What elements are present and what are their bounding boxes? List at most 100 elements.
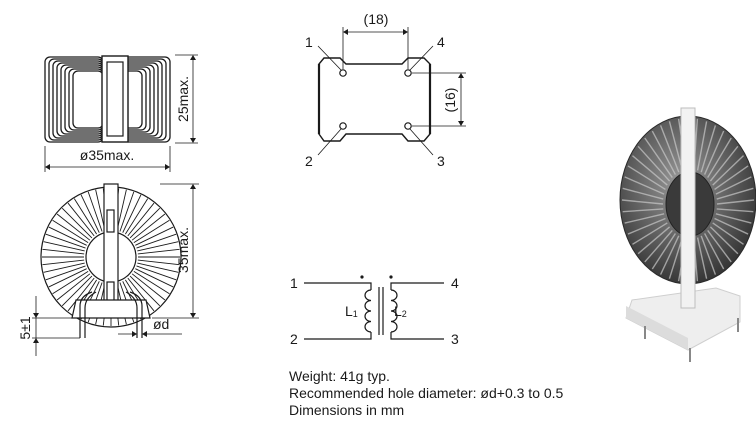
pin-1-leader <box>317 45 342 71</box>
polarity-dot-l1 <box>360 275 364 279</box>
photo-wire <box>659 235 680 275</box>
toroid-winding-tick <box>61 207 93 239</box>
toroid-winding-tick <box>129 207 161 239</box>
pin-4-leader <box>409 45 434 71</box>
toroid-winding-tick <box>127 202 155 237</box>
inductor-l2-label: L2 <box>394 303 407 319</box>
toroid-winding-tick <box>122 194 142 233</box>
photo-wire <box>622 208 664 213</box>
photo-wire <box>651 233 676 270</box>
toroid-winding-tick <box>135 226 174 246</box>
photo-wire <box>714 217 749 235</box>
inductor-l2-coil <box>390 289 398 333</box>
pin-hole-4 <box>404 69 412 77</box>
front-view: 35max. 5±1 ød <box>17 183 199 356</box>
side-loop-left <box>44 56 104 143</box>
pin-1-label: 1 <box>305 34 313 50</box>
pin-y-arrow-bottom <box>458 121 464 126</box>
toroid-winding-tick <box>137 259 180 266</box>
toroid-winding-tick <box>56 273 91 301</box>
pin-diameter-label: ød <box>153 316 169 332</box>
polarity-dot-l2 <box>389 275 393 279</box>
front-view-pin-left <box>79 291 93 338</box>
schematic-pin-1: 1 <box>290 275 298 291</box>
photo-wire <box>668 237 684 279</box>
toroid-winding-tick <box>61 275 93 307</box>
pin-diameter-arrow-right <box>142 331 147 337</box>
inductor-l1-coil <box>364 289 372 333</box>
toroid-winding-tick <box>136 233 177 249</box>
photo-wire <box>651 130 677 175</box>
photo-wire <box>637 145 671 182</box>
toroid-winding-tick <box>67 277 95 312</box>
front-view-base <box>71 299 151 319</box>
photo-wire <box>659 125 680 173</box>
side-height-arrow-bottom <box>190 138 196 143</box>
toroid-winding-tick <box>124 198 149 235</box>
toroid-winding-tick <box>80 194 100 233</box>
toroid-winding-tick <box>131 273 166 301</box>
pin-layout-view: (18) (16) 1 4 2 3 <box>305 11 466 169</box>
pin-2-label: 2 <box>305 153 313 169</box>
photo-base-side <box>626 306 688 350</box>
toroid-winding-tick <box>133 270 170 295</box>
toroid-winding-tick <box>133 219 170 244</box>
toroid-winding-tick <box>45 265 86 281</box>
toroid-winding-tick <box>48 226 87 246</box>
photo-wire <box>714 165 749 191</box>
side-loop-left <box>64 66 104 133</box>
toroid-winding-tick <box>52 219 89 244</box>
photo-wire <box>637 226 671 255</box>
toroid-winding-tick <box>45 233 86 249</box>
toroid-winding-tick <box>56 213 91 241</box>
toroid-winding-tick <box>52 270 89 295</box>
side-view: 25max. ø35max. <box>44 54 198 172</box>
pin-hole-2 <box>339 122 347 130</box>
side-height-arrow-top <box>190 55 196 60</box>
side-height-label: 25max. <box>175 76 191 122</box>
toroid-winding-tick <box>137 262 179 273</box>
side-width-arrow-left <box>45 164 50 170</box>
front-height-label: 35max. <box>175 227 191 273</box>
side-loop-right <box>123 60 163 139</box>
side-loop-right <box>123 56 171 143</box>
toroid-winding-tick <box>48 268 87 288</box>
pin-length-label: 5±1 <box>17 316 33 339</box>
photo-wire <box>632 222 668 245</box>
photo-wire <box>624 176 665 195</box>
photo-wire <box>696 237 708 279</box>
pin-x-label: (18) <box>364 11 389 27</box>
photo-wire <box>624 213 665 224</box>
photo-wire <box>696 121 708 171</box>
pin-3-label: 3 <box>437 153 445 169</box>
front-view-pin-left-2 <box>84 291 97 338</box>
front-view-pin-right <box>129 291 143 338</box>
schematic-wire-3 <box>390 332 444 340</box>
photo-wire <box>668 121 684 171</box>
pin-2-leader <box>317 128 342 156</box>
pin-diameter-arrow-left <box>132 331 137 337</box>
photo-wire <box>712 155 745 186</box>
front-height-arrow-bottom <box>190 313 196 318</box>
toroid-winding-tick <box>119 191 135 232</box>
weight-note: Weight: 41g typ. <box>289 368 390 384</box>
pin-length-arrow-bottom <box>33 338 39 343</box>
toroid-winding-tick <box>135 268 174 288</box>
pin-3-leader <box>409 128 434 156</box>
pin-length-arrow-top <box>33 313 39 318</box>
front-height-arrow-top <box>190 184 196 189</box>
toroid-winding-tick <box>137 248 180 255</box>
toroid-winding-tick <box>127 277 155 312</box>
notes: Weight: 41g typ. Recommended hole diamet… <box>289 368 563 419</box>
photo-strap <box>680 107 696 309</box>
photo-wire <box>703 233 725 270</box>
product-photo <box>619 107 756 362</box>
pin-x-arrow-right <box>403 29 408 35</box>
photo-wire <box>707 137 732 178</box>
side-loop-left <box>72 70 104 129</box>
schematic-wire-4 <box>390 282 444 290</box>
pin-x-arrow-left <box>343 29 348 35</box>
front-view-slot-top <box>106 209 115 233</box>
toroid-winding-tick <box>131 213 166 241</box>
